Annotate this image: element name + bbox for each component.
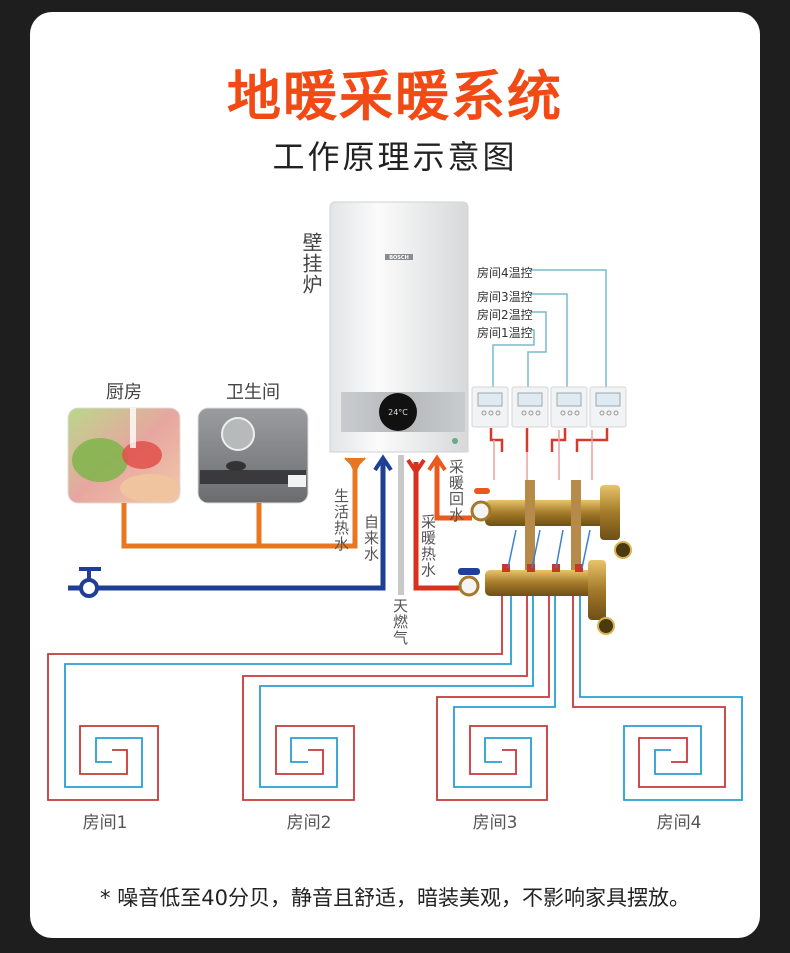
thermostat-button: [574, 410, 580, 416]
label-heating-supply: 采暖热水: [419, 514, 437, 578]
thermostat-button: [606, 410, 612, 416]
fixture-label-kitchen: 厨房: [106, 382, 142, 403]
room2-loop: [242, 596, 534, 801]
gas-pipe: [398, 455, 404, 595]
thermostat-screen: [477, 392, 503, 407]
thermostat-wires: [492, 269, 607, 387]
room3-loop: [436, 596, 556, 801]
wall-boiler: BOSCH 24°C: [329, 201, 469, 453]
thermostat-label-1: 房间1温控: [477, 326, 533, 340]
thermostats: [471, 386, 627, 428]
boiler-label: 壁挂炉: [299, 232, 323, 295]
room-label-2: 房间2: [286, 813, 332, 833]
boiler-display-dial: [379, 393, 417, 431]
page-subtitle: 工作原理示意图: [272, 138, 518, 176]
thermostat-button: [599, 410, 605, 416]
heating-supply-pipe: [413, 462, 470, 591]
pressure-gauge-icon-2: [458, 575, 480, 597]
pressure-gauge-icon: [470, 500, 492, 522]
thermostat-screen: [517, 392, 543, 407]
boiler-status-icon: [452, 438, 458, 444]
tap-water-arrow: [373, 454, 393, 472]
label-tap-water: 自来水: [362, 514, 380, 562]
return-manifold: [470, 480, 632, 570]
room-label-4: 房间4: [656, 813, 702, 833]
tap-water-pipe: [68, 462, 386, 591]
thermostat-button: [535, 410, 541, 416]
page-title: 地暖采暖系统: [227, 65, 563, 128]
thermostat-label-2: 房间2温控: [477, 308, 533, 322]
room-label-3: 房间3: [472, 813, 518, 833]
thermostat-unit-1: [471, 386, 509, 428]
floor-loops: [47, 596, 743, 801]
thermostat-button: [567, 410, 573, 416]
thermostat-label-3: 房间3温控: [477, 290, 533, 304]
heating-return-arrow: [427, 454, 447, 472]
thermostat-button: [613, 410, 619, 416]
label-domestic-hot-water: 生活热水: [332, 488, 350, 552]
room-label-1: 房间1: [82, 813, 128, 833]
bathroom-photo: [197, 407, 309, 504]
air-vent-icon: [600, 485, 620, 540]
footnote: * 噪音低至40分贝，静音且舒适，暗装美观，不影响家具摆放。: [100, 886, 690, 910]
room4-loop: [572, 596, 743, 801]
thermostat-screen: [556, 392, 582, 407]
boiler-display-readout: 24°C: [388, 408, 408, 417]
thermostat-button: [488, 410, 494, 416]
manifold-link-lines: [507, 529, 591, 569]
thermostat-unit-3: [550, 386, 588, 428]
thermostat-button: [495, 410, 501, 416]
return-valve-handle: [474, 488, 490, 494]
thermostat-button: [481, 410, 487, 416]
thermostat-button: [528, 410, 534, 416]
label-heating-return: 采暖回水: [447, 459, 465, 523]
heating-return-pipe: [434, 462, 472, 521]
thermostat-feed-lines: [493, 430, 593, 480]
thermostat-screen: [595, 392, 621, 407]
room1-loop: [47, 596, 512, 801]
thermostat-button: [560, 410, 566, 416]
tap-valve-icon: [79, 567, 101, 598]
supply-valve-handle: [458, 568, 480, 575]
label-natural-gas: 天燃气: [391, 598, 409, 646]
supply-manifold: [458, 560, 615, 635]
brand-text: BOSCH: [389, 255, 409, 261]
thermostat-button: [521, 410, 527, 416]
thermostat-unit-2: [511, 386, 549, 428]
fixture-label-bathroom: 卫生间: [226, 382, 280, 403]
kitchen-photo: [67, 407, 181, 504]
domestic-hot-arrow: [344, 457, 366, 475]
thermostat-label-4: 房间4温控: [477, 266, 533, 280]
thermostat-control-wires: [489, 428, 609, 452]
domestic-hot-water-pipe: [121, 462, 358, 549]
heating-supply-arrow: [406, 458, 426, 476]
thermostat-unit-4: [589, 386, 627, 428]
air-vent-icon-2: [588, 560, 606, 620]
brand-badge: [385, 254, 413, 260]
